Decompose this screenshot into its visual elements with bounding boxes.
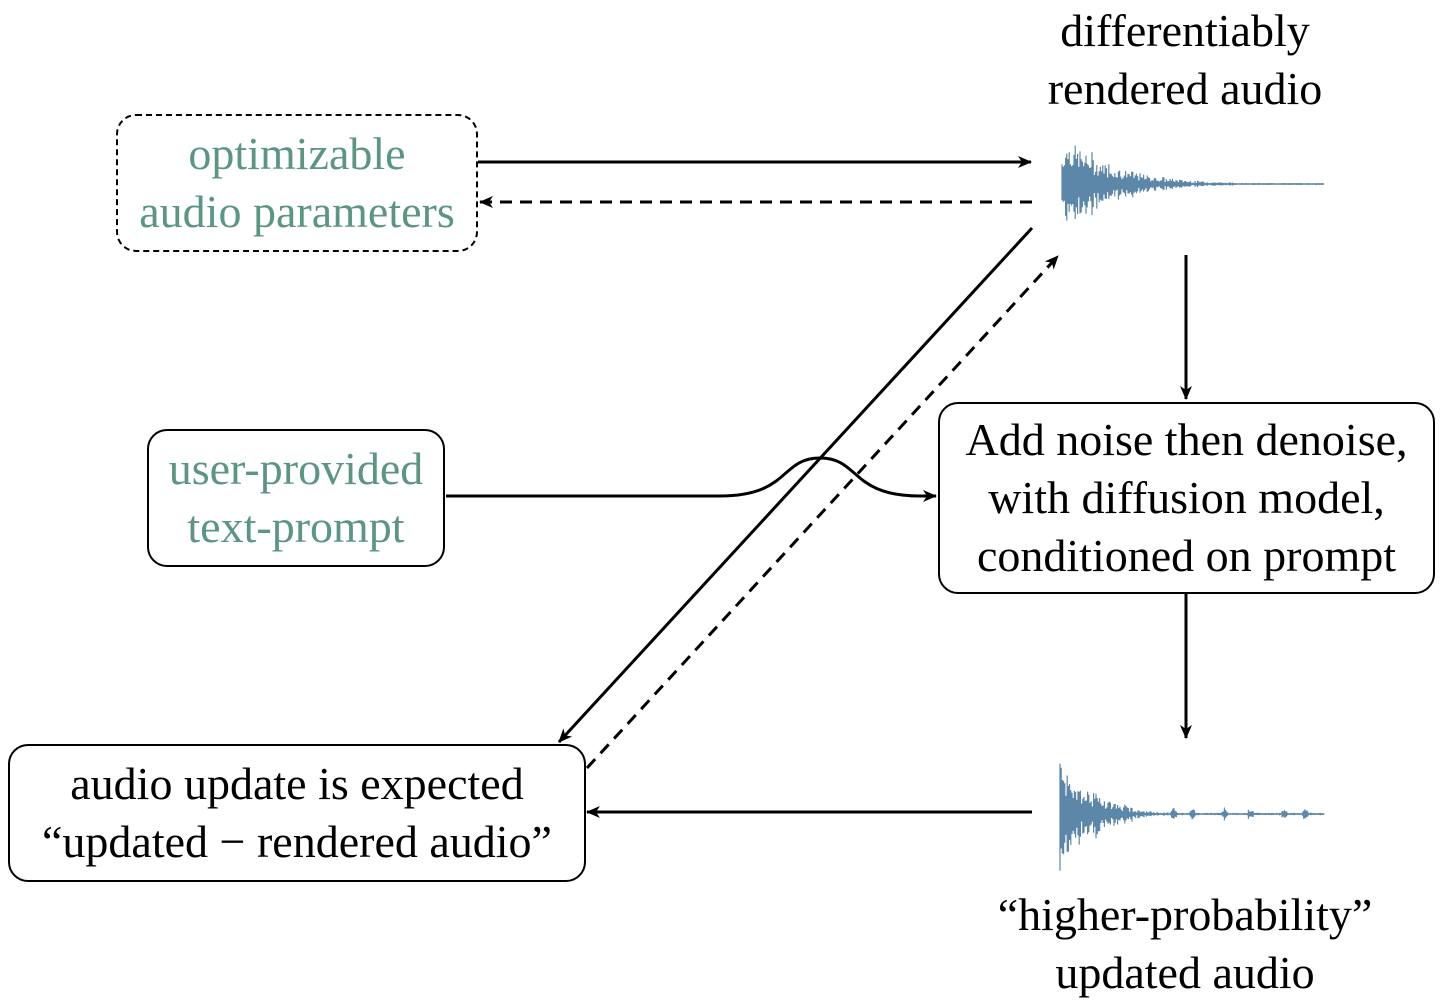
- arrow-update-box-to-rendered: [585, 254, 1060, 770]
- rendered-label-line-1: differentiably: [1060, 5, 1310, 56]
- updated-audio-label: “higher-probability” updated audio: [965, 886, 1405, 1002]
- updated-label-line-1: “higher-probability”: [997, 889, 1373, 940]
- arrow-prompt-to-diffusion: [446, 456, 937, 502]
- updated-label-line-2: updated audio: [1055, 947, 1315, 998]
- text-prompt-node: user-provided text-prompt: [147, 429, 445, 567]
- audio-update-node: audio update is expected “updated − rend…: [8, 744, 586, 882]
- diffusion-line-1: Add noise then denoise,: [965, 414, 1408, 465]
- waveform-icon: [1061, 145, 1325, 221]
- arrow-rendered-to-update-box: [557, 226, 1034, 744]
- diffusion-line-3: conditioned on prompt: [976, 530, 1397, 581]
- prompt-line-2: text-prompt: [187, 501, 405, 552]
- optimizable-params-node: optimizable audio parameters: [116, 114, 478, 252]
- diffusion-model-node: Add noise then denoise, with diffusion m…: [938, 402, 1435, 594]
- update-line-2: “updated − rendered audio”: [42, 816, 552, 867]
- prompt-line-1: user-provided: [168, 443, 424, 494]
- rendered-label-line-2: rendered audio: [1047, 63, 1323, 114]
- diffusion-line-2: with diffusion model,: [988, 472, 1385, 523]
- params-line-1: optimizable: [188, 128, 406, 179]
- update-line-1: audio update is expected: [70, 758, 524, 809]
- waveform-icon: [1059, 763, 1325, 871]
- rendered-audio-label: differentiably rendered audio: [985, 2, 1385, 118]
- params-line-2: audio parameters: [139, 186, 455, 237]
